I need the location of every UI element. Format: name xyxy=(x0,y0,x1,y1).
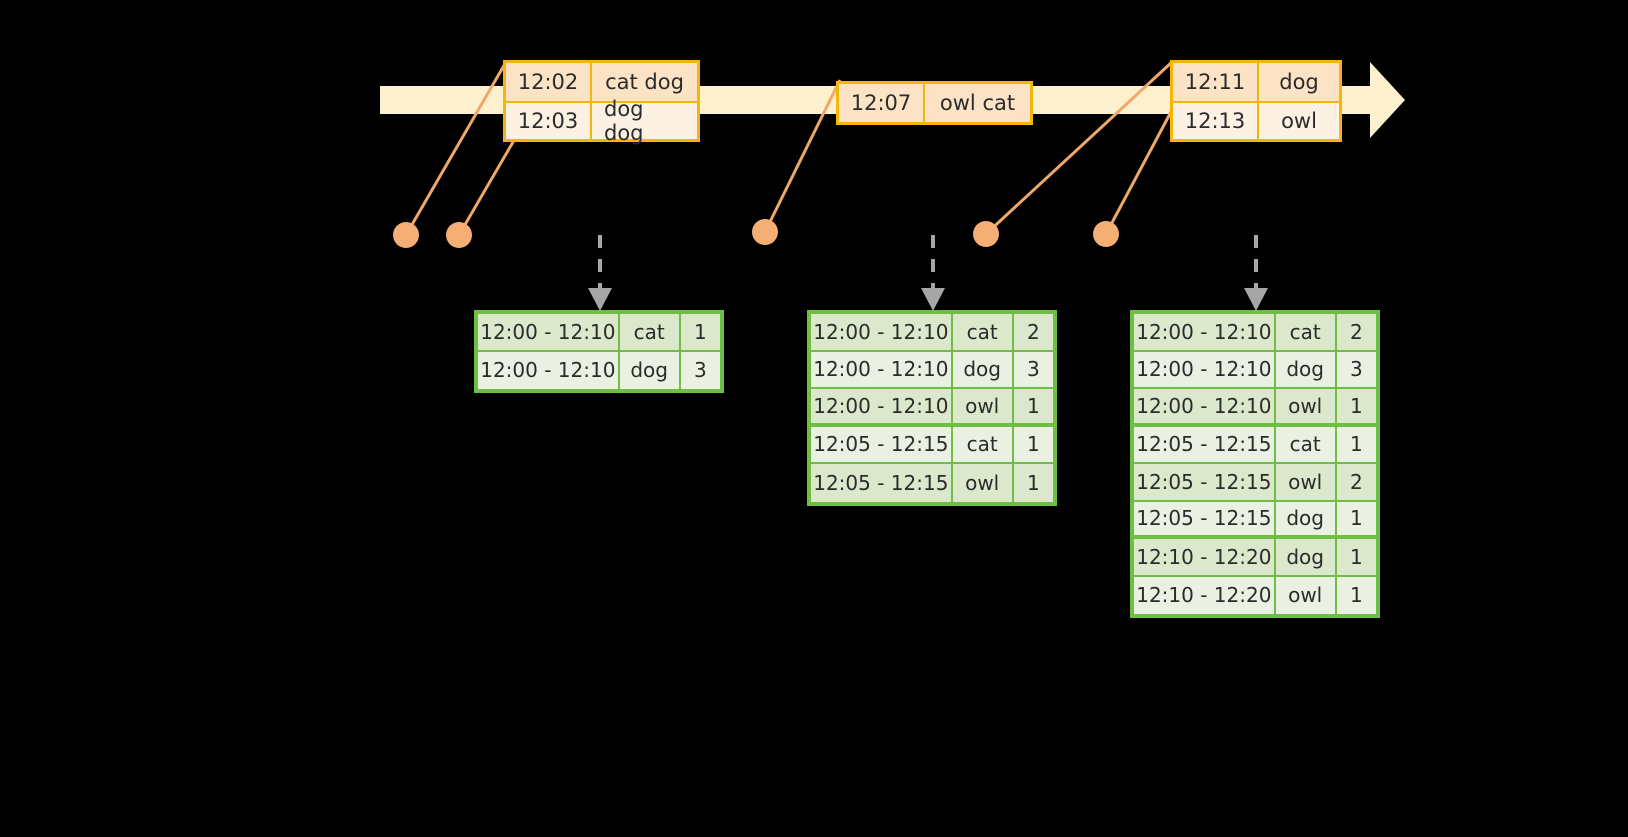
event-time: 12:13 xyxy=(1173,103,1259,139)
window-cell: 12:05 - 12:15 xyxy=(1134,464,1276,500)
table-row[interactable]: 12:05 - 12:15 cat 1 xyxy=(811,426,1053,464)
event-time: 12:02 xyxy=(506,63,592,101)
table-row[interactable]: 12:05 - 12:15 cat 1 xyxy=(1134,426,1376,464)
event-row[interactable]: 12:02 cat dog xyxy=(506,63,697,101)
count-cell: 1 xyxy=(1026,470,1040,495)
word-cell: owl xyxy=(1276,464,1337,500)
count-cell: 1 xyxy=(1026,393,1040,418)
event-words: cat dog xyxy=(605,70,684,94)
table-row[interactable]: 12:10 - 12:20 dog 1 xyxy=(1134,539,1376,577)
event-row[interactable]: 12:11 dog xyxy=(1173,63,1339,101)
event-time: 12:07 xyxy=(839,84,925,122)
word-cell: dog xyxy=(953,351,1014,387)
count-cell: 1 xyxy=(693,319,707,344)
table-row[interactable]: 12:00 - 12:10 cat 2 xyxy=(811,314,1053,352)
word-cell: owl xyxy=(1276,576,1337,614)
window-cell: 12:00 - 12:10 xyxy=(1134,351,1276,387)
event-words: dog dog xyxy=(604,97,644,145)
count-cell: 1 xyxy=(1026,432,1040,457)
result-table-3[interactable]: 12:00 - 12:10 cat 2 12:00 - 12:10 dog 3 … xyxy=(1130,310,1380,618)
event-words: dog xyxy=(1279,70,1319,94)
table-row[interactable]: 12:00 - 12:10 dog 3 xyxy=(811,351,1053,389)
window-cell: 12:00 - 12:10 xyxy=(811,314,953,350)
count-cell: 2 xyxy=(1026,319,1040,344)
table-row[interactable]: 12:00 - 12:10 owl 1 xyxy=(811,389,1053,427)
event-words: owl xyxy=(1281,109,1317,133)
window-cell: 12:05 - 12:15 xyxy=(811,426,953,462)
connector-1207 xyxy=(763,79,842,233)
event-row[interactable]: 12:13 owl xyxy=(1173,101,1339,139)
event-marker-dots xyxy=(393,219,1119,248)
count-cell: 1 xyxy=(1349,432,1363,457)
window-cell: 12:00 - 12:10 xyxy=(811,351,953,387)
event-group-2[interactable]: 12:07 owl cat xyxy=(836,81,1033,125)
table-row[interactable]: 12:00 - 12:10 cat 2 xyxy=(1134,314,1376,352)
trigger-arrows xyxy=(598,235,1258,290)
trigger-arrow-2-head xyxy=(921,288,945,311)
table-row[interactable]: 12:00 - 12:10 owl 1 xyxy=(1134,389,1376,427)
event-marker-1213-dot xyxy=(1093,221,1119,247)
count-cell: 3 xyxy=(1026,357,1040,382)
connector-1202 xyxy=(404,61,508,236)
word-cell: dog xyxy=(1276,351,1337,387)
window-cell: 12:05 - 12:15 xyxy=(1134,426,1276,462)
connector-1213 xyxy=(1104,109,1174,235)
connector-1203 xyxy=(457,129,522,236)
word-cell: cat xyxy=(1276,426,1337,462)
word-cell: owl xyxy=(1276,389,1337,423)
word-cell: cat xyxy=(953,426,1014,462)
table-row[interactable]: 12:05 - 12:15 owl 2 xyxy=(1134,464,1376,502)
event-marker-1203-dot xyxy=(446,222,472,248)
window-cell: 12:00 - 12:10 xyxy=(478,351,620,389)
event-row[interactable]: 12:03 dog dog xyxy=(506,97,697,145)
count-cell: 3 xyxy=(1349,357,1363,382)
count-cell: 2 xyxy=(1349,469,1363,494)
event-group-1[interactable]: 12:02 cat dog 12:03 dog dog xyxy=(503,60,700,145)
count-cell: 1 xyxy=(1349,544,1363,569)
count-cell: 1 xyxy=(1349,506,1363,531)
word-cell: dog xyxy=(620,351,681,389)
window-cell: 12:10 - 12:20 xyxy=(1134,539,1276,575)
table-row[interactable]: 12:10 - 12:20 owl 1 xyxy=(1134,576,1376,614)
word-cell: cat xyxy=(1276,314,1337,350)
word-cell: owl xyxy=(953,389,1014,423)
window-cell: 12:00 - 12:10 xyxy=(478,314,620,350)
trigger-arrow-heads xyxy=(588,288,1268,311)
table-row[interactable]: 12:05 - 12:15 owl 1 xyxy=(811,464,1053,502)
table-row[interactable]: 12:05 - 12:15 dog 1 xyxy=(1134,501,1376,539)
count-cell: 1 xyxy=(1349,583,1363,608)
event-time: 12:03 xyxy=(506,103,592,139)
event-marker-1211-dot xyxy=(973,221,999,247)
event-row[interactable]: 12:07 owl cat xyxy=(839,84,1030,122)
table-row[interactable]: 12:00 - 12:10 dog 3 xyxy=(478,351,720,389)
event-marker-1207-dot xyxy=(752,219,778,245)
window-cell: 12:10 - 12:20 xyxy=(1134,576,1276,614)
trigger-arrow-3-head xyxy=(1244,288,1268,311)
window-cell: 12:05 - 12:15 xyxy=(1134,501,1276,535)
event-words: owl cat xyxy=(939,91,1016,115)
window-cell: 12:00 - 12:10 xyxy=(811,389,953,423)
event-time: 12:11 xyxy=(1173,63,1259,101)
table-row[interactable]: 12:00 - 12:10 dog 3 xyxy=(1134,351,1376,389)
count-cell: 1 xyxy=(1349,393,1363,418)
word-cell: cat xyxy=(953,314,1014,350)
word-cell: dog xyxy=(1276,539,1337,575)
window-cell: 12:00 - 12:10 xyxy=(1134,314,1276,350)
event-group-3[interactable]: 12:11 dog 12:13 owl xyxy=(1170,60,1342,142)
trigger-arrow-1-head xyxy=(588,288,612,311)
count-cell: 3 xyxy=(693,358,707,383)
window-cell: 12:00 - 12:10 xyxy=(1134,389,1276,423)
event-marker-1202-dot xyxy=(393,222,419,248)
table-row[interactable]: 12:00 - 12:10 cat 1 xyxy=(478,314,720,352)
result-table-2[interactable]: 12:00 - 12:10 cat 2 12:00 - 12:10 dog 3 … xyxy=(807,310,1057,506)
word-cell: owl xyxy=(953,464,1014,502)
word-cell: cat xyxy=(620,314,681,350)
window-cell: 12:05 - 12:15 xyxy=(811,464,953,502)
result-table-1[interactable]: 12:00 - 12:10 cat 1 12:00 - 12:10 dog 3 xyxy=(474,310,724,393)
count-cell: 2 xyxy=(1349,319,1363,344)
word-cell: dog xyxy=(1276,501,1337,535)
